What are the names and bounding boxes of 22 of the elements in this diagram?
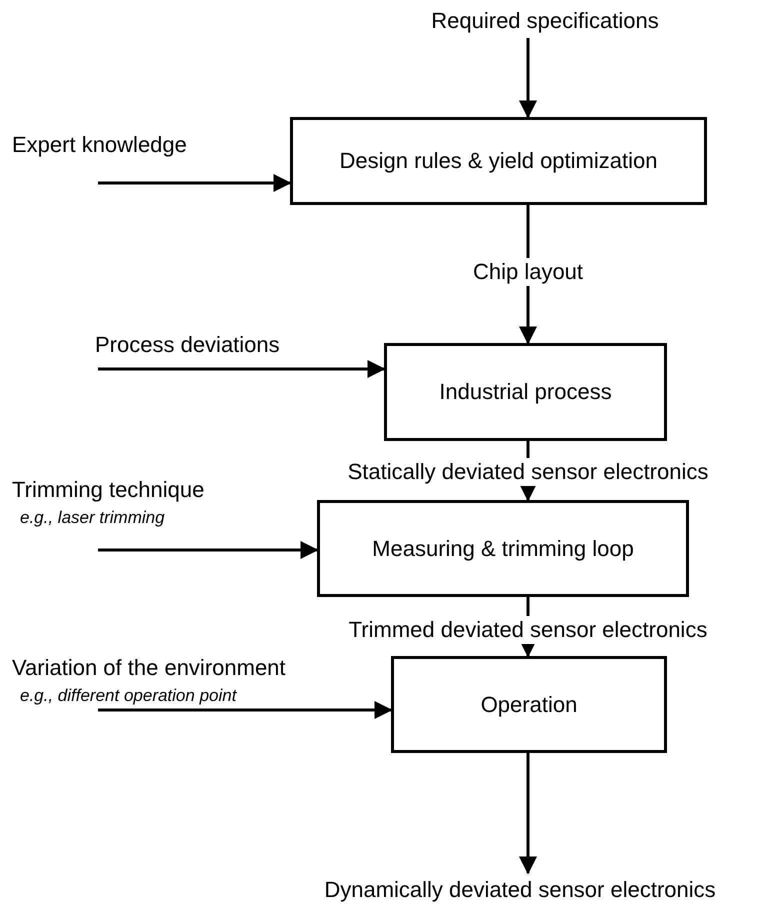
input-label: Trimming technique: [12, 476, 204, 504]
input-label: Process deviations: [95, 331, 280, 359]
arrow: [519, 38, 537, 118]
input-label: Variation of the environment: [12, 654, 286, 682]
box-label: Industrial process: [438, 378, 613, 406]
arrow: [519, 753, 537, 874]
example-note: e.g., different operation point: [19, 685, 236, 707]
input-label: Required specifications: [431, 7, 659, 35]
box-label: Design rules & yield optimization: [338, 147, 658, 175]
process-box: [317, 500, 689, 597]
arrow: [98, 541, 318, 559]
arrow: [98, 174, 292, 192]
input-label: Dynamically deviated sensor electronics: [324, 876, 716, 904]
process-box: [384, 343, 667, 441]
arrow: [98, 701, 392, 719]
process-box: [290, 117, 707, 205]
example-note: e.g., laser trimming: [19, 507, 165, 529]
process-box: [391, 656, 667, 753]
box-label: Measuring & trimming loop: [371, 534, 635, 562]
box-label: Operation: [480, 690, 578, 718]
input-label: Expert knowledge: [12, 131, 187, 159]
arrow: [98, 360, 386, 378]
